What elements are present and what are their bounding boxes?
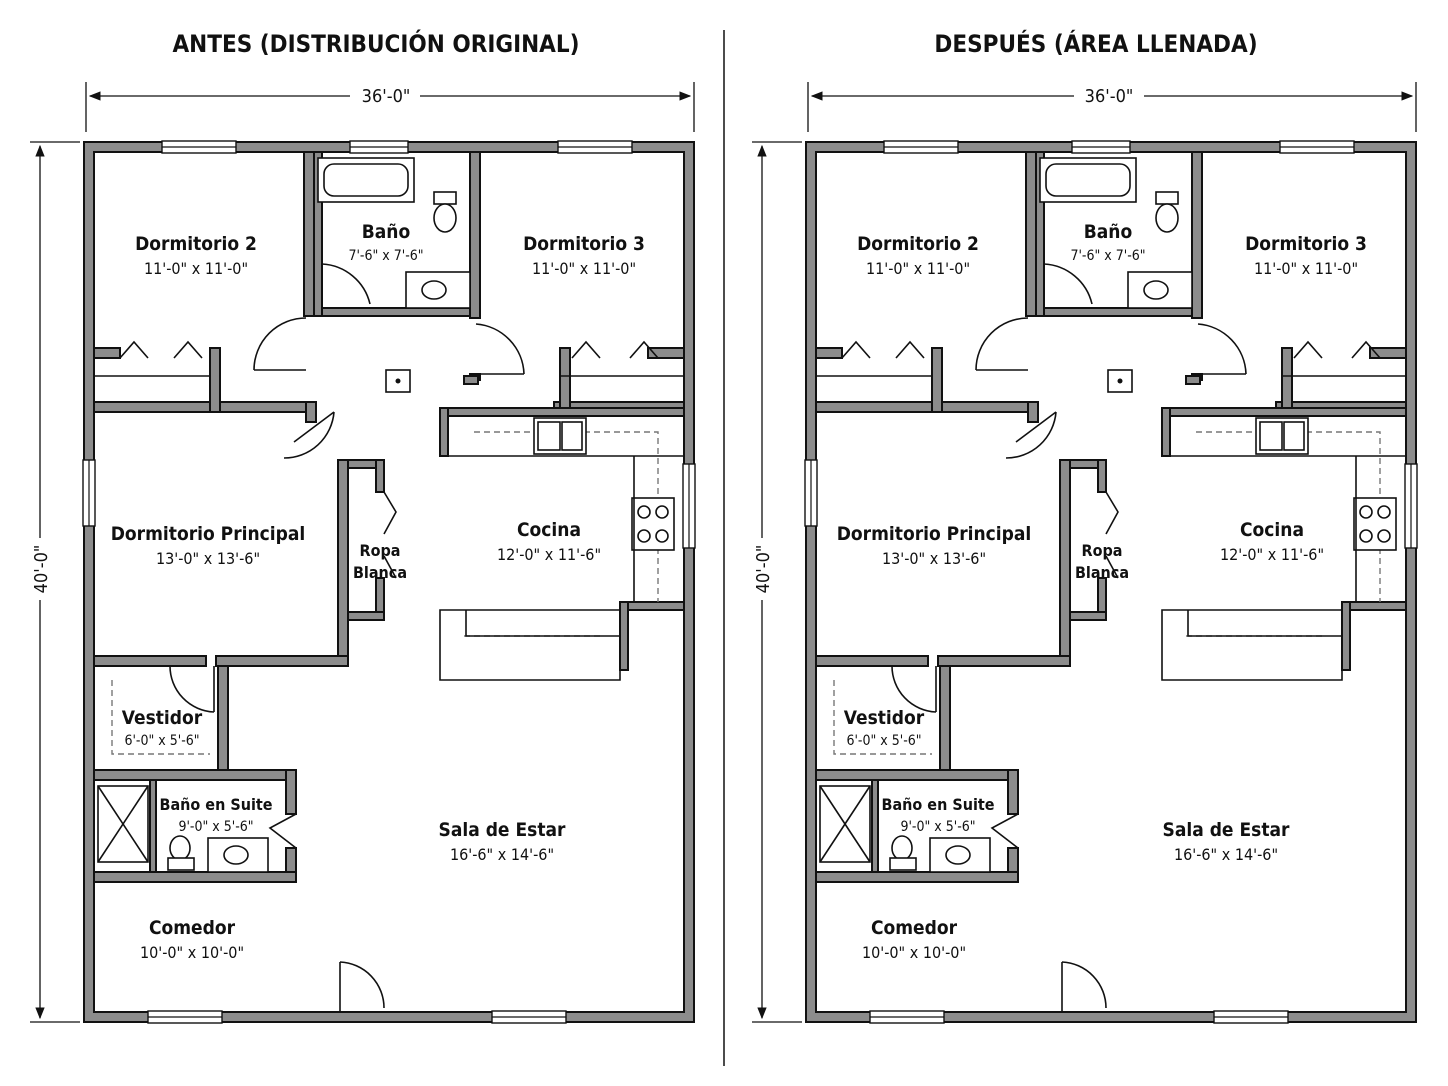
- room-suite-size: 9'-0" x 5'-6": [178, 819, 253, 835]
- room-sala-name: Sala de Estar: [1163, 819, 1291, 841]
- room-comedor-size: 10'-0" x 10'-0": [862, 943, 966, 962]
- room-principal-name: Dormitorio Principal: [837, 523, 1032, 545]
- room-principal-size: 13'-0" x 13'-6": [882, 549, 986, 568]
- plan-title: ANTES (DISTRIBUCIÓN ORIGINAL): [172, 28, 579, 58]
- room-ropa-name: Ropa: [360, 541, 401, 560]
- room-bano-size: 7'-6" x 7'-6": [1070, 248, 1145, 264]
- room-bano-name: Baño: [362, 221, 411, 243]
- room-comedor-size: 10'-0" x 10'-0": [140, 943, 244, 962]
- width-label: 36'-0": [362, 86, 411, 107]
- room-suite-size: 9'-0" x 5'-6": [900, 819, 975, 835]
- room-vestidor-name: Vestidor: [122, 707, 203, 729]
- room-cocina-name: Cocina: [517, 519, 581, 541]
- room-dorm3-size: 11'-0" x 11'-0": [532, 259, 636, 278]
- depth-label: 40'-0": [753, 545, 774, 594]
- room-comedor-name: Comedor: [871, 917, 958, 939]
- room-dorm3-name: Dormitorio 3: [1245, 233, 1367, 255]
- room-vestidor-size: 6'-0" x 5'-6": [846, 733, 921, 749]
- room-vestidor-size: 6'-0" x 5'-6": [124, 733, 199, 749]
- width-dimension: 36'-0": [85, 82, 695, 132]
- room-vestidor-name: Vestidor: [844, 707, 925, 729]
- room-dorm2-name: Dormitorio 2: [857, 233, 979, 255]
- room-bano-size: 7'-6" x 7'-6": [348, 248, 423, 264]
- plan-after: DESPUÉS (ÁREA LLENADA) 36'-0" 40'-0" Dor…: [752, 29, 1418, 1024]
- room-dorm3-name: Dormitorio 3: [523, 233, 645, 255]
- room-principal-name: Dormitorio Principal: [111, 523, 306, 545]
- depth-label: 40'-0": [31, 545, 52, 594]
- room-sala-name: Sala de Estar: [439, 819, 567, 841]
- plan-before: ANTES (DISTRIBUCIÓN ORIGINAL) 36'-0" 40'…: [30, 28, 696, 1024]
- room-dorm2-name: Dormitorio 2: [135, 233, 257, 255]
- room-cocina-size: 12'-0" x 11'-6": [1220, 545, 1324, 564]
- width-label: 36'-0": [1085, 86, 1134, 107]
- room-dorm2-size: 11'-0" x 11'-0": [144, 259, 248, 278]
- room-comedor-name: Comedor: [149, 917, 236, 939]
- depth-dimension: 40'-0": [752, 141, 802, 1023]
- room-principal-size: 13'-0" x 13'-6": [156, 549, 260, 568]
- room-sala-size: 16'-6" x 14'-6": [450, 845, 554, 864]
- room-dorm3-size: 11'-0" x 11'-0": [1254, 259, 1358, 278]
- room-sala-size: 16'-6" x 14'-6": [1174, 845, 1278, 864]
- room-suite-name: Baño en Suite: [881, 795, 994, 814]
- room-ropa-name2: Blanca: [353, 563, 407, 582]
- room-ropa-name: Ropa: [1082, 541, 1123, 560]
- room-cocina-name: Cocina: [1240, 519, 1304, 541]
- room-dorm2-size: 11'-0" x 11'-0": [866, 259, 970, 278]
- width-dimension: 36'-0": [807, 82, 1417, 132]
- depth-dimension: 40'-0": [30, 141, 80, 1023]
- room-ropa-name2: Blanca: [1075, 563, 1129, 582]
- room-cocina-size: 12'-0" x 11'-6": [497, 545, 601, 564]
- plan-title: DESPUÉS (ÁREA LLENADA): [934, 29, 1257, 58]
- room-suite-name: Baño en Suite: [159, 795, 272, 814]
- room-bano-name: Baño: [1084, 221, 1133, 243]
